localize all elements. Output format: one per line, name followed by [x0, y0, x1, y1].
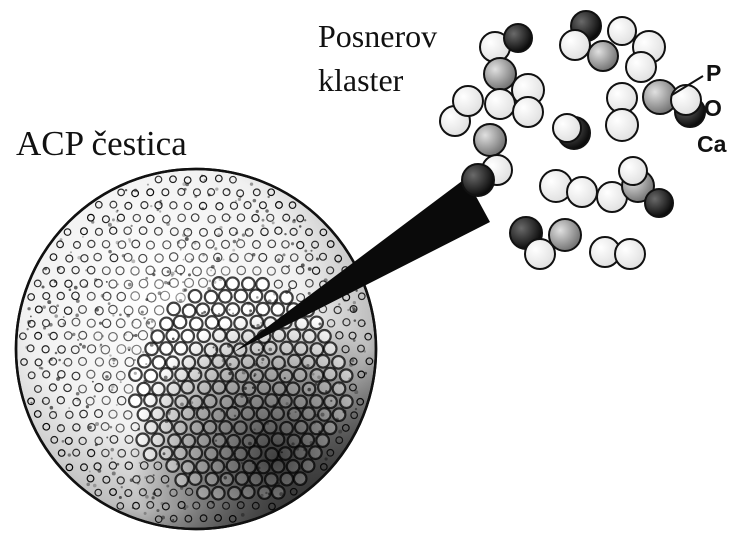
oxygen-atom-label: O [704, 97, 722, 120]
oxygen-atom [626, 52, 656, 82]
acp-particle-sphere [16, 169, 376, 529]
oxygen-atom [485, 89, 515, 119]
phosphorus-atom [549, 219, 581, 251]
calcium-atom [645, 189, 673, 217]
oxygen-atom [453, 86, 483, 116]
oxygen-atom [671, 85, 701, 115]
oxygen-atom [513, 97, 543, 127]
phosphorus-atom [588, 41, 618, 71]
acp-particle-label: ACP čestica [16, 126, 187, 161]
oxygen-atom [608, 17, 636, 45]
calcium-atom-label: Ca [697, 133, 726, 156]
oxygen-atom [567, 177, 597, 207]
oxygen-atom [615, 239, 645, 269]
oxygen-atom [553, 114, 581, 142]
posner-cluster-label-line2: klaster [318, 64, 403, 96]
posner-cluster-label-line1: Posnerov [318, 20, 437, 52]
phosphorus-atom-label: P [706, 62, 721, 85]
oxygen-atom [560, 30, 590, 60]
calcium-atom [504, 24, 532, 52]
oxygen-atom [606, 109, 638, 141]
oxygen-atom [619, 157, 647, 185]
calcium-atom [462, 164, 494, 196]
phosphorus-atom [474, 124, 506, 156]
phosphorus-atom [484, 58, 516, 90]
posner-cluster [440, 11, 705, 269]
